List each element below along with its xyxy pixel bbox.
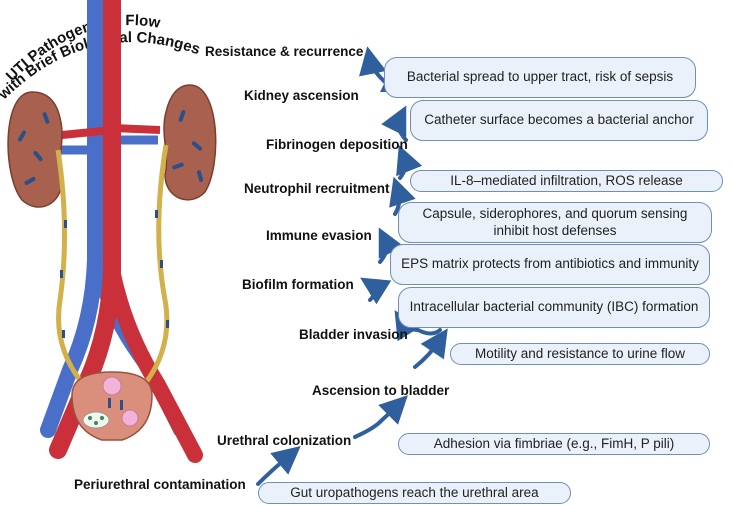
stage-neutrophil-recruitment: Neutrophil recruitment [244,181,390,196]
change-box-bacterial-spread: Bacterial spread to upper tract, risk of… [384,57,696,98]
change-box-eps-matrix: EPS matrix protects from antibiotics and… [390,244,710,285]
change-box-capsule-siderophores: Capsule, siderophores, and quorum sensin… [398,202,712,243]
stage-kidney-ascension: Kidney ascension [244,88,359,103]
change-box-ibc-formation: Intracellular bacterial community (IBC) … [398,287,710,328]
left-kidney [7,91,63,208]
ureters [55,144,170,392]
stage-bladder-invasion: Bladder invasion [299,327,408,342]
stage-biofilm-formation: Biofilm formation [242,277,354,292]
bladder [71,371,153,441]
stage-resistance-recurrence: Resistance & recurrence [205,44,364,59]
stage-ascension-to-bladder: Ascension to bladder [312,383,450,398]
change-box-il8-infiltration: IL-8–mediated infiltration, ROS release [410,170,723,192]
change-box-motility: Motility and resistance to urine flow [450,343,710,365]
stage-periurethral-contamination: Periurethral contamination [74,477,246,492]
change-box-adhesion-fimbriae: Adhesion via fimbriae (e.g., FimH, P pil… [398,433,710,455]
stage-immune-evasion: Immune evasion [266,228,372,243]
change-box-gut-uropathogens: Gut uropathogens reach the urethral area [258,482,571,504]
stage-urethral-colonization: Urethral colonization [217,433,352,448]
change-box-catheter-anchor: Catheter surface becomes a bacterial anc… [410,100,708,141]
right-kidney [163,84,217,201]
stage-fibrinogen-deposition: Fibrinogen deposition [266,137,408,152]
